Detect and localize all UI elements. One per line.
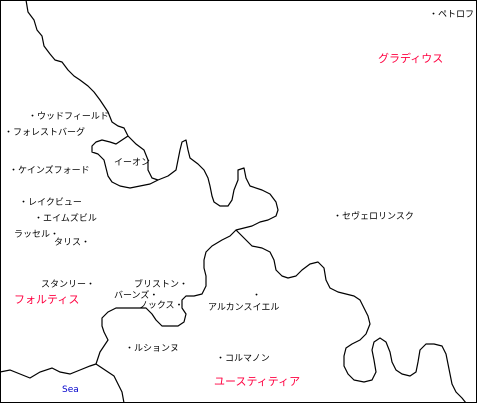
city-label-knox[interactable]: ノックス・ [139,301,184,311]
southwest-border [0,363,97,379]
city-label-petrof[interactable]: ・ペトロフ [429,10,475,20]
city-label-taris[interactable]: タリス・ [54,238,91,248]
east-border [235,229,467,403]
city-label-eon[interactable]: イーオン [114,158,151,168]
city-label-arkansas-ile[interactable]: アルカンスイエル [208,303,280,313]
city-label-barnes[interactable]: バーンズ・ [114,291,159,301]
nation-label-gradius: グラディウス [378,52,444,65]
territory-border [25,0,279,403]
sea-label: Sea [62,385,79,395]
nation-label-eustitia: ユースティティア [214,375,301,388]
city-label-lakeview[interactable]: ・レイクビュー [19,198,82,208]
city-label-woodfield[interactable]: ・ウッドフィールド [28,112,109,122]
city-label-russell[interactable]: ラッセル・ [14,230,60,240]
city-label-aimsville[interactable]: ・エイムズビル [34,214,97,224]
city-label-forestburg[interactable]: ・フォレストバーグ [4,128,86,138]
nation-label-fortis: フォルティス [14,293,80,306]
city-label-severolinsk[interactable]: ・セヴェロリンスク [333,212,414,222]
city-label-stanley[interactable]: スタンリー・ [41,280,96,290]
eon-border [127,135,159,181]
city-dot-arkansas: ・ [252,291,262,301]
city-label-colmanon[interactable]: ・コルマノン [216,354,270,364]
city-label-keinsford[interactable]: ・ケインズフォード [9,166,90,176]
city-label-lucion[interactable]: ・ルションヌ [125,344,180,354]
city-label-bristone[interactable]: ブリストン・ [134,280,189,290]
